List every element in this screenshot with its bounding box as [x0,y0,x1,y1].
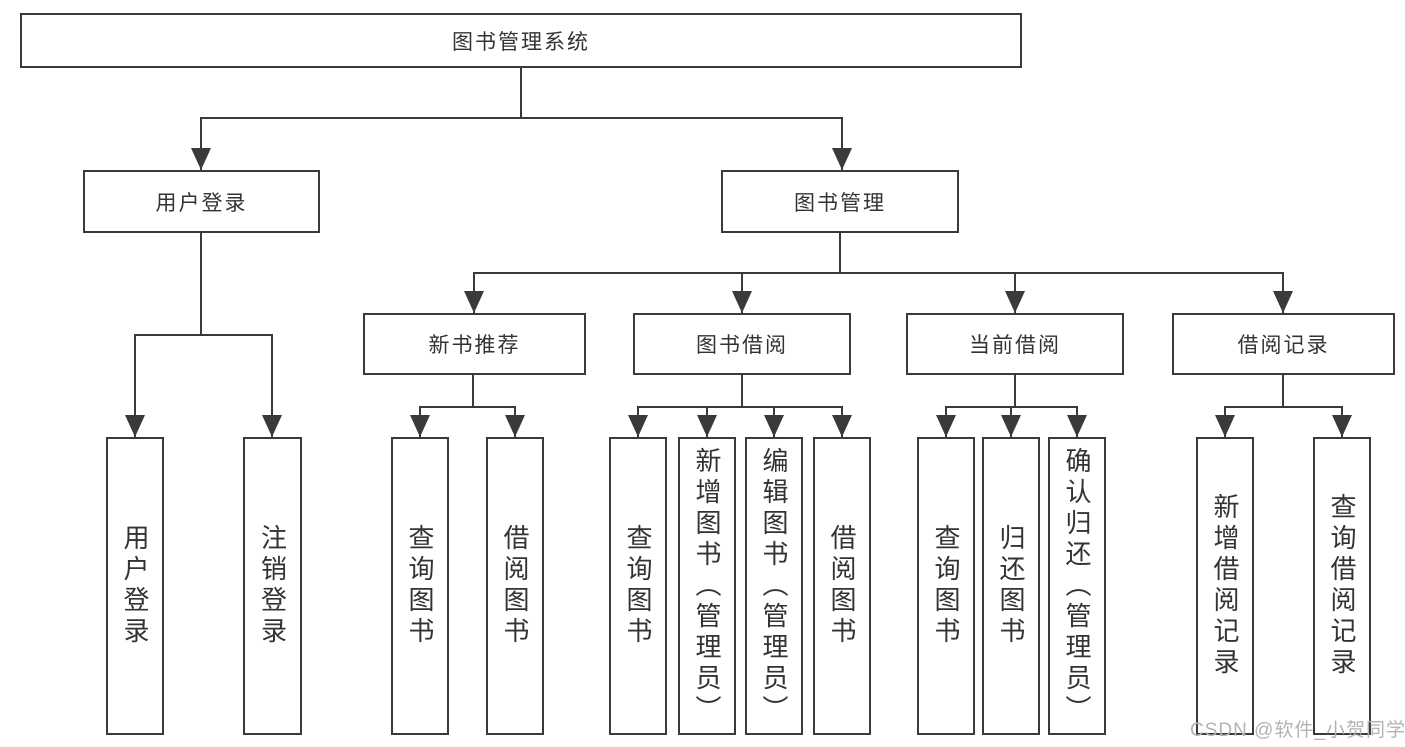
arrow-down-icon [832,148,852,170]
node-label: 图书管理 [794,191,886,215]
node-label: 借阅记录 [1237,334,1330,357]
leaf-label: 查询图书 [405,524,435,648]
leaf-query-books-recommend: 查询图书 [391,437,449,735]
leaf-label: 查询借阅记录 [1327,493,1357,679]
leaf-label: 用户登录 [120,524,150,648]
leaf-return-books: 归还图书 [982,437,1040,735]
node-borrowing-records: 借阅记录 [1172,313,1395,375]
leaf-label: 查询图书 [623,524,653,648]
leaf-query-borrow-record: 查询借阅记录 [1313,437,1371,735]
arrow-down-icon [505,415,525,437]
node-label: 当前借阅 [969,334,1061,357]
leaf-label: 借阅图书 [827,524,857,648]
node-current-borrowing: 当前借阅 [906,313,1124,375]
arrow-down-icon [464,291,484,313]
leaf-label: 注销登录 [257,524,288,648]
node-book-borrowing: 图书借阅 [633,313,851,375]
leaf-add-borrow-record: 新增借阅记录 [1196,437,1254,735]
node-label: 图书借阅 [696,334,788,357]
arrow-down-icon [1001,415,1021,437]
leaf-edit-books-admin: 编辑图书︵管理员︶ [745,437,803,735]
node-label: 图书管理系统 [452,30,590,54]
leaf-label: 查询图书 [931,524,961,648]
node-label: 用户登录 [155,191,248,215]
leaf-label: 归还图书 [996,524,1026,648]
leaf-query-books-borrowing: 查询图书 [609,437,667,735]
arrow-down-icon [764,415,784,437]
arrow-down-icon [1215,415,1235,437]
arrow-down-icon [262,415,282,437]
arrow-down-icon [1332,415,1352,437]
leaf-logout: 注销登录 [243,437,302,735]
connector-stem [741,375,743,408]
arrow-down-icon [410,415,430,437]
leaf-user-login: 用户登录 [106,437,164,735]
leaf-label: 借阅图书 [500,524,530,648]
connector-drop-book-management [841,117,843,170]
connector-stem [472,375,474,408]
connector-book-management-split [473,272,1284,274]
node-user-login-branch: 用户登录 [83,170,320,233]
arrow-down-icon [1005,291,1025,313]
leaf-confirm-return-admin: 确认归还︵管理员︶ [1048,437,1106,735]
connector-stem [1014,375,1016,408]
connector-drop-user-login [200,117,202,170]
leaf-label: 编辑图书︵管理员︶ [759,446,789,726]
arrow-down-icon [1067,415,1087,437]
leaf-borrow-books-recommend: 借阅图书 [486,437,544,735]
leaf-label: 确认归还︵管理员︶ [1062,446,1092,726]
connector-book-management-stem [839,233,841,274]
connector-drop-leaf [134,334,136,437]
arrow-down-icon [628,415,648,437]
node-book-management: 图书管理 [721,170,959,233]
leaf-query-books-current: 查询图书 [917,437,975,735]
connector-stem [1282,375,1284,408]
watermark-text: CSDN @软件_小贺同学 [1190,720,1405,741]
arrow-down-icon [125,415,145,437]
connector-user-login-stem [200,233,202,336]
connector-split [1224,406,1343,408]
arrow-down-icon [1273,291,1293,313]
node-library-management-system: 图书管理系统 [20,13,1022,68]
connector-drop-leaf [271,334,273,437]
leaf-label: 新增图书︵管理员︶ [692,446,722,726]
arrow-down-icon [936,415,956,437]
leaf-label: 新增借阅记录 [1210,493,1240,679]
leaf-add-books-admin: 新增图书︵管理员︶ [678,437,736,735]
arrow-down-icon [732,291,752,313]
node-new-book-recommendation: 新书推荐 [363,313,586,375]
leaf-borrow-books-borrowing: 借阅图书 [813,437,871,735]
connector-root-stem [520,68,522,119]
arrow-down-icon [191,148,211,170]
connector-user-login-split [134,334,273,336]
connector-split [419,406,516,408]
node-label: 新书推荐 [428,334,521,357]
arrow-down-icon [697,415,717,437]
connector-root-split [200,117,843,119]
arrow-down-icon [832,415,852,437]
connector-split [637,406,843,408]
